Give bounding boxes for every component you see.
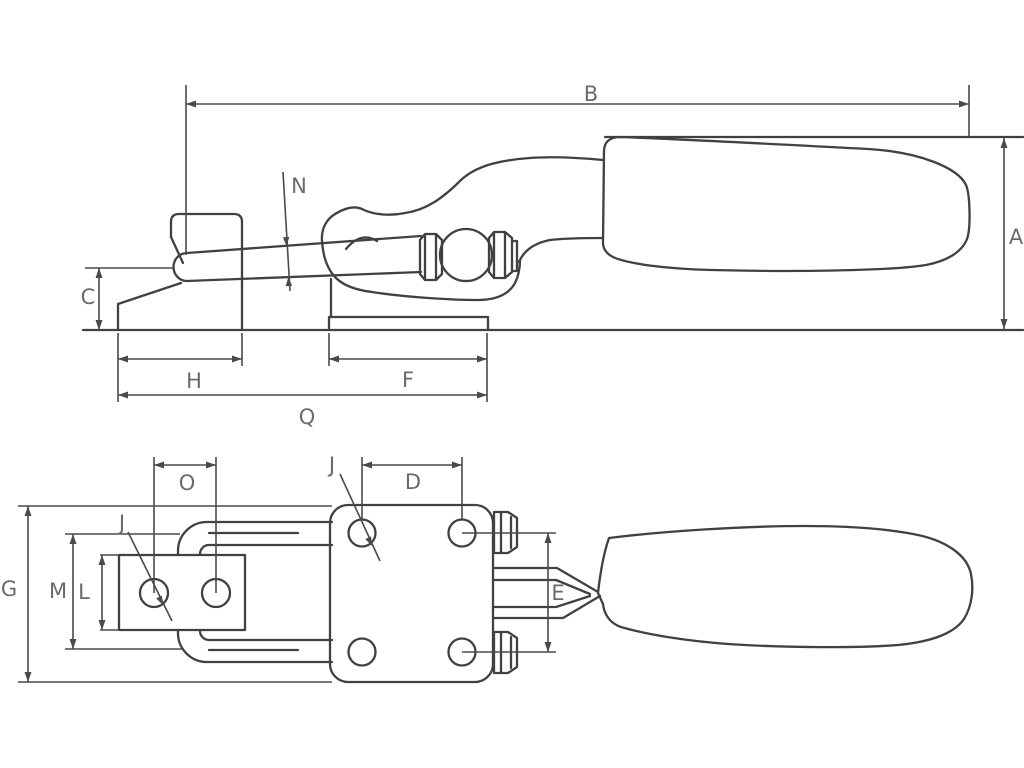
u-bolt-bottom-inner-edge [198,629,334,642]
dim-label-q: Q [299,405,316,429]
top-view-dimensions: G M L O D E J J [1,453,565,683]
dim-label-d: D [405,470,421,494]
arrowhead [98,555,106,565]
dim-label-e: E [551,581,564,605]
dim-label-c: C [81,285,96,309]
arrowhead [1000,138,1008,148]
catch-plate-outline [169,212,244,332]
arrowhead [95,268,103,278]
arrowhead [959,100,969,108]
catch-plate-notch [169,235,185,265]
clamp-arm-top-outline [333,156,605,216]
mounting-plate-top [328,503,495,684]
arrowhead [156,595,163,605]
arrowhead [206,461,216,469]
arrowhead [24,506,32,516]
dim-label-n: N [291,174,307,198]
handle-side-outline [601,135,971,273]
dim-label-o: O [179,471,196,495]
dim-d-extension-lines [361,457,463,520]
dim-o-extension-lines [153,457,217,593]
dim-b-extension-lines [185,85,970,255]
plate-hole-bottom-left [347,637,377,667]
rod-lower-inner [491,594,592,609]
latch-rod-hook-end [172,251,189,283]
side-view [81,135,1024,332]
dim-label-a: A [1009,225,1024,249]
arrowhead [329,355,339,363]
pivot-boss-arc [344,236,379,251]
top-view [117,503,974,684]
arrowhead [95,320,103,330]
rod-upper-inner [491,578,592,596]
wedge-base-outline [116,281,183,332]
clamp-arm-bottom-outline [517,236,605,264]
side-view-dimensions: B A C N H F Q [81,82,1024,429]
dim-label-h: H [186,369,202,393]
arrowhead [118,391,128,399]
dim-j-left-leader [127,531,173,622]
catch-bracket-top [117,553,247,632]
arrowhead [98,620,106,630]
clamp-body-bottom-outline [320,212,522,302]
dim-g-extension-lines [18,505,332,683]
rod-lower-outer [491,594,602,620]
u-bolt-top-inner-edge [198,543,334,556]
dim-label-b: B [584,82,598,106]
arrowhead [186,100,196,108]
mounting-base-side [327,315,490,332]
dim-l-extension-lines [100,554,119,631]
u-bolt-top-outer-edge [176,520,334,556]
dim-j-right-leader [339,473,381,562]
dim-e-extension-lines [462,532,556,653]
arrowhead [452,461,462,469]
dim-n-line [282,171,291,292]
arrowhead [1000,319,1008,329]
latch-rod-top-edge [185,234,423,255]
u-bolt-bottom-outer-edge [176,629,334,664]
dim-label-g: G [1,577,17,601]
arrowhead [477,391,487,399]
arrowhead [69,534,77,544]
dim-m-extension-lines [65,533,184,650]
dim-label-f: F [402,368,414,392]
arrowhead [282,236,290,246]
hex-nut-left [418,232,444,282]
arrowhead [232,355,242,363]
arrowhead [544,533,552,543]
u-bolt-mid-edges [207,531,300,652]
arrowhead [24,672,32,682]
arrowhead [285,277,293,287]
rod-upper-outer [491,566,600,594]
dim-label-l: L [78,580,90,604]
arrowhead [69,639,77,649]
dim-label-j-left: J [117,511,125,535]
arrowhead [362,461,372,469]
ball-roller [438,227,494,283]
latch-rod-bottom-edge [185,270,423,283]
arrowhead [477,355,487,363]
handle-top-outline [596,524,974,649]
hex-nut-right [487,230,519,280]
dim-label-j-right: J [327,453,335,477]
arrowhead [154,461,164,469]
arrowhead [118,355,128,363]
arrowhead [544,642,552,652]
dim-hq-extension-lines [117,333,488,402]
dim-label-m: M [49,579,67,603]
arrowhead [365,536,372,546]
